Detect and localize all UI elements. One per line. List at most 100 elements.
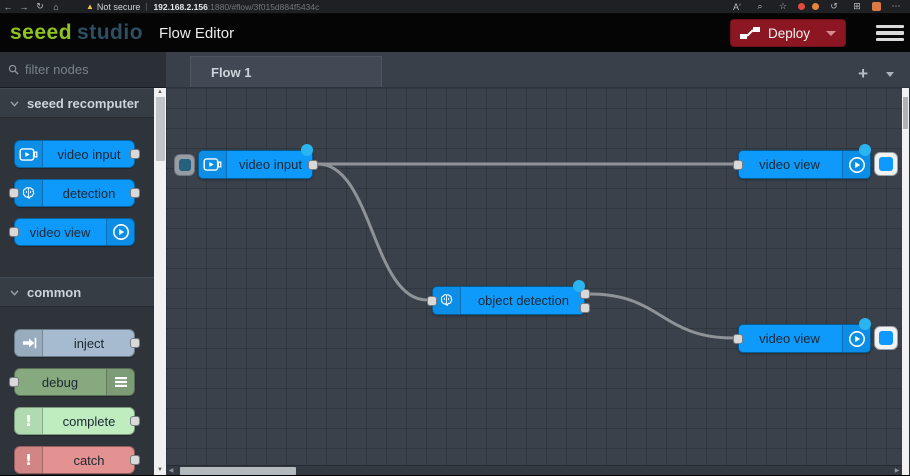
palette-node-debug[interactable]: debug [9, 368, 135, 396]
palette-node-video-view[interactable]: video view [9, 218, 135, 246]
scroll-up-icon[interactable]: ▲ [157, 89, 163, 95]
input-port[interactable] [9, 227, 19, 237]
node-label: inject [73, 335, 105, 351]
exclamation-icon: ! [15, 408, 43, 434]
palette-node-video-input[interactable]: video input [14, 140, 140, 168]
logo-studio: studio [77, 21, 144, 44]
seeed-studio-logo: seeed studio [10, 21, 143, 45]
chevron-down-icon [10, 94, 19, 112]
input-port[interactable] [9, 188, 19, 198]
palette-scrollbar[interactable]: ▲ ▼ [154, 88, 166, 475]
flow-node-video-input[interactable]: video input [174, 144, 318, 179]
search-icon [8, 64, 19, 75]
flow-node-video-view-1[interactable]: video view [733, 144, 898, 179]
page-title: Flow Editor [159, 24, 235, 42]
deploy-caret-icon[interactable] [826, 30, 836, 36]
logo-seeed: seeed [10, 21, 73, 44]
output-port[interactable] [130, 416, 140, 426]
node-label: debug [41, 374, 79, 390]
node-label: complete [62, 413, 116, 429]
category-label: common [27, 284, 82, 300]
back-icon[interactable]: ← [3, 1, 13, 12]
wire-video-input-to-object-detection[interactable] [316, 162, 429, 302]
filter-nodes-input[interactable] [25, 62, 140, 77]
input-port[interactable] [733, 160, 743, 170]
toggle-button-face [879, 157, 893, 171]
palette-scroll-thumb[interactable] [155, 97, 165, 161]
input-port[interactable] [733, 334, 743, 344]
app-header: seeed studio Flow Editor Deploy [0, 14, 910, 52]
add-flow-button[interactable]: + [858, 64, 868, 83]
node-label: object detection [477, 293, 570, 308]
flow-node-video-view-2[interactable]: video view [733, 318, 898, 353]
input-port[interactable] [9, 377, 19, 387]
palette-category-seeed-recomputer[interactable]: seeed recomputer [0, 88, 154, 118]
node-trigger-button[interactable] [174, 154, 195, 176]
palette-node-catch[interactable]: ! catch [14, 446, 140, 474]
flow-list-caret-icon[interactable] [886, 71, 894, 77]
wire-layer [316, 162, 735, 340]
output-port[interactable] [130, 455, 140, 465]
canvas-vertical-scrollbar[interactable] [902, 88, 909, 475]
url-path: :1880/#flow/3f015d884f5434c [207, 1, 320, 12]
status-dot [573, 280, 585, 292]
main-menu-button[interactable] [876, 22, 904, 44]
scroll-down-icon[interactable]: ▼ [157, 467, 163, 473]
home-icon[interactable]: ⌂ [53, 1, 59, 12]
output-port[interactable] [130, 338, 140, 348]
toggle-button-face [879, 331, 893, 345]
brain-icon [15, 180, 43, 206]
security-label: Not secure [96, 1, 141, 12]
vscroll-thumb[interactable] [903, 97, 908, 129]
favorites-icon[interactable]: ☆ [778, 1, 788, 11]
read-aloud-icon[interactable]: Aʻ [732, 1, 741, 12]
list-icon [106, 369, 134, 395]
scroll-right-icon[interactable]: ▶ [894, 468, 900, 474]
zoom-icon[interactable]: ⌕ [757, 1, 763, 11]
output-port[interactable] [580, 303, 590, 313]
output-port[interactable] [308, 160, 318, 170]
palette-node-complete[interactable]: ! complete [14, 407, 140, 435]
forward-icon[interactable]: → [19, 1, 29, 12]
flow-node-object-detection[interactable]: object detection [427, 280, 590, 315]
inject-arrow-icon [15, 330, 43, 356]
more-icon[interactable]: ⋯ [891, 1, 901, 11]
tab-label: Flow 1 [211, 64, 252, 80]
divider [146, 2, 148, 11]
flow-canvas[interactable]: video input object detection video view vid… [166, 88, 902, 465]
avatar[interactable] [872, 2, 881, 11]
palette-node-inject[interactable]: inject [14, 329, 140, 357]
wire-object-detection-to-video-view-2[interactable] [588, 292, 735, 340]
tab-flow-1[interactable]: Flow 1 [190, 56, 382, 87]
output-port[interactable] [130, 188, 140, 198]
canvas-horizontal-scrollbar[interactable]: ◀ ▶ [166, 465, 902, 475]
node-label: video input [239, 157, 302, 172]
palette-category-common[interactable]: common [0, 277, 154, 307]
scroll-left-icon[interactable]: ◀ [168, 468, 174, 474]
node-enable-toggle[interactable] [874, 152, 898, 176]
trigger-button-face [178, 159, 191, 171]
hscroll-thumb[interactable] [180, 467, 296, 475]
address-bar[interactable]: 192.168.2.156 :1880/#flow/3f015d884f5434… [153, 2, 319, 12]
palette-node-detection[interactable]: detection [9, 179, 140, 207]
node-label: catch [73, 452, 105, 468]
exclamation-icon: ! [15, 447, 43, 473]
node-label: video view [29, 224, 91, 240]
output-port[interactable] [130, 149, 140, 159]
browser-chrome-bar: ← → ↻ ⌂ ▲ Not secure 192.168.2.156 :1880… [0, 0, 910, 14]
deploy-button[interactable]: Deploy [729, 19, 846, 47]
palette-filter-row [0, 52, 166, 88]
output-port[interactable] [580, 289, 590, 299]
extension-red-icon[interactable] [798, 3, 805, 10]
node-label: video view [759, 157, 820, 172]
collections-icon[interactable]: ⊞ [853, 1, 861, 11]
warning-icon: ▲ [86, 2, 94, 11]
node-enable-toggle[interactable] [874, 326, 898, 350]
extension-refresh-icon[interactable]: ↺ [830, 1, 838, 11]
refresh-icon[interactable]: ↻ [36, 1, 44, 11]
security-badge[interactable]: ▲ Not secure [86, 2, 140, 12]
input-port[interactable] [427, 296, 437, 306]
extension-orange-icon[interactable] [812, 3, 819, 10]
play-circle-icon [106, 219, 134, 245]
node-palette: seeed recomputer video input detection vide… [0, 88, 154, 475]
